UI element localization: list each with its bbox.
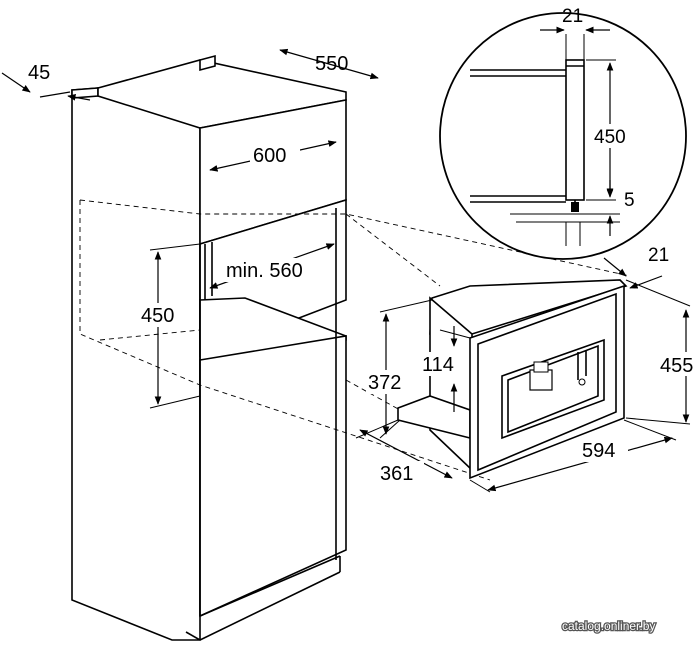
tall-cabinet [71, 54, 347, 641]
dim-label-114: 114 [422, 354, 454, 376]
dim-cabinet-width: 600 [209, 140, 337, 172]
dim-niche-min: min. 560 [209, 243, 335, 289]
watermark-text: catalog.onliner.by [562, 619, 655, 633]
dim-label-min-560: min. 560 [226, 260, 303, 282]
dim-cabinet-depth: 550 [279, 48, 379, 80]
detail-view: 21 450 5 [439, 6, 687, 260]
dim-label-550: 550 [315, 53, 348, 75]
cabinet-lower-door [199, 335, 347, 618]
detail-dim-21: 21 [562, 6, 583, 27]
dim-label-45: 45 [28, 62, 50, 84]
detail-dim-5: 5 [624, 190, 635, 211]
dim-appliance-width: 594 [469, 419, 677, 493]
dim-appliance-lower-offset: 114 [420, 326, 464, 412]
dim-appliance-depth: 361 [355, 419, 471, 485]
appliance-spout [529, 369, 553, 391]
cabinet-base [185, 631, 201, 641]
coffee-machine [397, 279, 628, 480]
cabinet-plinth-line [199, 555, 341, 617]
dim-appliance-front-height: 455 [625, 309, 700, 425]
dim-label-21: 21 [648, 245, 669, 266]
dim-label-372: 372 [368, 372, 401, 394]
dim-niche-height: 450 [140, 243, 201, 409]
dim-label-361: 361 [380, 463, 413, 485]
dim-label-455: 455 [660, 355, 693, 377]
cabinet-side-panel [71, 87, 201, 641]
appliance-recess-inner [507, 344, 599, 434]
projection-lines [79, 199, 631, 481]
detail-circle [439, 12, 687, 260]
dim-label-594: 594 [582, 440, 615, 462]
detail-dim-450: 450 [594, 127, 626, 148]
dim-appliance-thickness: 21 [603, 245, 691, 307]
cabinet-back-strip [199, 54, 216, 72]
detail-front-panel [565, 59, 585, 201]
dim-label-600: 600 [253, 145, 286, 167]
cabinet-plinth-bottom [199, 571, 341, 641]
dim-label-450: 450 [141, 305, 174, 327]
dim-panel-thickness: 45 [1, 62, 91, 101]
dim-appliance-body-height: 372 [366, 299, 433, 439]
cabinet-side-edge [71, 87, 99, 99]
